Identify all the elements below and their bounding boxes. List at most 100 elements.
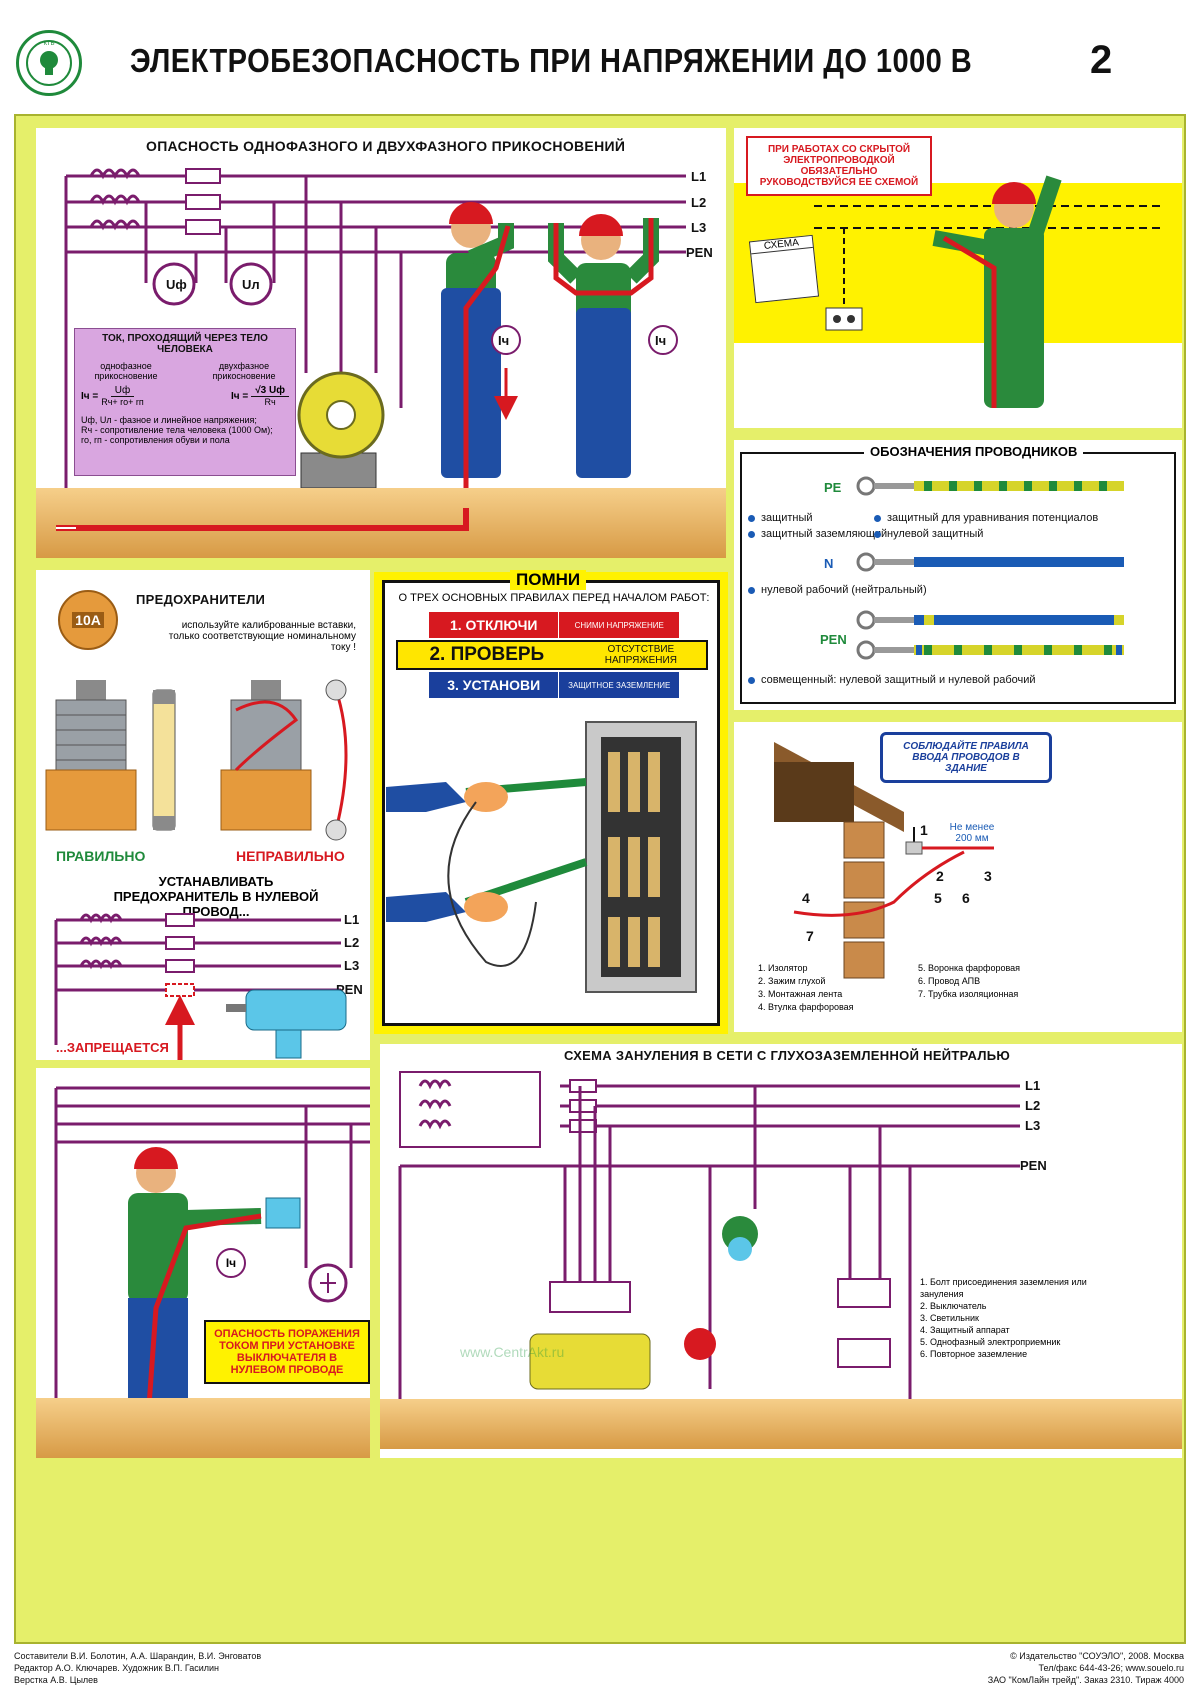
fuse-comparison-illustration [45,679,348,841]
entry-marker-7: 7 [806,928,814,944]
hidden-wiring-note: ПРИ РАБОТАХ СО СКРЫТОЙ ЭЛЕКТРОПРОВОДКОЙ … [746,136,932,196]
fuse-line-l1: L1 [344,912,359,927]
current-label-one: Iч [498,333,509,348]
fuse-rating-badge: 10А [58,590,118,650]
footer-right: © Издательство "СОУЭЛО", 2008. Москва Те… [860,1650,1184,1686]
footer-left: Составители В.И. Болотин, А.А. Шарандин,… [14,1650,261,1686]
entry-distance: Не менее 200 мм [949,822,995,844]
line-label-l2: L2 [691,195,706,210]
rule-3-detail: ЗАЩИТНОЕ ЗАЗЕМЛЕНИЕ [558,672,679,698]
formula-note-2: Rч - сопротивление тела человека (1000 О… [81,425,273,435]
pe-wire-sample [856,476,1124,496]
worker-one-figure [441,202,514,508]
hidden-wiring-worker [932,175,1062,408]
formula-note-1: Uф, Uл - фазное и линейное напряжения; [81,415,257,425]
entry-legend-4: 4. Втулка фарфоровая [758,1002,854,1012]
formula-single-label: однофазное прикосновение [94,361,158,381]
ground-current-path [56,508,469,531]
remember-title: ПОМНИ [510,570,587,590]
neutral-fuse-title: УСТАНАВЛИВАТЬ ПРЕДОХРАНИТЕЛЬ В НУЛЕВОЙ П… [113,874,319,919]
switch-current-label: Iч [216,1248,246,1278]
entry-marker-5: 5 [934,890,942,906]
pe-item-2: защитный для уравнивания потенциалов [874,512,1098,524]
entry-legend-2: 2. Зажим глухой [758,976,826,986]
switch-danger-panel: Iч ОПАСНОСТЬ ПОРАЖЕНИЯ ТОКОМ ПРИ УСТАНОВ… [36,1068,370,1458]
grounding-legend-5: 5. Однофазный электроприемник [920,1337,1061,1347]
formula-double-lhs: Iч = [230,390,249,402]
entry-marker-1: 1 [920,822,928,838]
meter-line-label: Uл [242,277,260,292]
entry-legend-left: 1. Изолятор 2. Зажим глухой 3. Монтажная… [758,962,854,1014]
entry-legend-5: 5. Воронка фарфоровая [918,963,1021,973]
grounding-legend-2: 2. Выключатель [920,1301,987,1311]
conductors-panel: ОБОЗНАЧЕНИЯ ПРОВОДНИКОВ PE защитный защи… [734,440,1182,710]
fuse-line-l3: L3 [344,958,359,973]
pe-code: PE [824,480,842,495]
ground-line-l1: L1 [1025,1078,1040,1093]
incorrect-label: НЕПРАВИЛЬНО [236,848,345,864]
entry-marker-3: 3 [984,868,992,884]
footer-right-3: ЗАО "КомЛайн трейд". Заказ 2310. Тираж 4… [987,1675,1184,1685]
grounding-legend-1: 1. Болт присоединения заземления или зан… [920,1277,1087,1299]
publisher-logo: КТБ [16,30,82,96]
grounding-legend-4: 4. Защитный аппарат [920,1325,1010,1335]
footer-left-2: Редактор А.О. Ключарев. Художник В.П. Га… [14,1663,220,1673]
pen-wire-sample [856,610,1124,660]
hidden-wiring-panel: ПРИ РАБОТАХ СО СКРЫТОЙ ЭЛЕКТРОПРОВОДКОЙ … [734,128,1182,428]
formula-double-den: Rч [264,397,276,407]
touch-circuit-diagram: Uф Uл L1 L2 L3 PEN [64,168,713,508]
fuses-panel: 10А ПРЕДОХРАНИТЕЛИ используйте калиброва… [36,570,370,1060]
entry-marker-2: 2 [936,868,944,884]
n-wire-sample [856,552,1124,572]
grounding-title: СХЕМА ЗАНУЛЕНИЯ В СЕТИ С ГЛУХОЗАЗЕМЛЕННО… [564,1048,1011,1063]
grounding-legend-6: 6. Повторное заземление [920,1349,1028,1359]
entry-legend-6: 6. Провод АПВ [918,976,981,986]
footer-left-1: Составители В.И. Болотин, А.А. Шарандин,… [14,1651,262,1661]
line-label-pen: PEN [686,245,713,260]
voltage-check-illustration [386,721,697,993]
entry-legend-1: 1. Изолятор [758,963,808,973]
entry-legend-3: 3. Монтажная лента [758,989,843,999]
pe-item-4: нулевой защитный [874,528,983,540]
pen-code: PEN [820,632,847,647]
formula-single-den: Rч+ rо+ rп [101,397,144,407]
ground-line-pen: PEN [1020,1158,1047,1173]
line-label-l1: L1 [691,169,706,184]
formula-double-num: √3 Uф [251,385,289,397]
fuse-line-l2: L2 [344,935,359,950]
pe-item-1: защитный [748,512,813,524]
drill-illustration [226,989,347,1059]
formula-box: ТОК, ПРОХОДЯЩИЙ ЧЕРЕЗ ТЕЛО ЧЕЛОВЕКА одно… [74,328,296,476]
remember-panel: ПОМНИ О ТРЕХ ОСНОВНЫХ ПРАВИЛАХ ПЕРЕД НАЧ… [374,570,728,1034]
switch-warning-box: ОПАСНОСТЬ ПОРАЖЕНИЯ ТОКОМ ПРИ УСТАНОВКЕ … [204,1320,370,1384]
entry-illustration [774,742,994,979]
touch-panel: ОПАСНОСТЬ ОДНОФАЗНОГО И ДВУХФАЗНОГО ПРИК… [36,128,726,558]
line-label-l3: L3 [691,220,706,235]
bulb-logo-icon: КТБ [26,40,72,86]
rule-3-step: 3. УСТАНОВИ [429,672,559,698]
rule-1-step: 1. ОТКЛЮЧИ [429,612,559,638]
entry-marker-6: 6 [962,890,970,906]
rule-2: 2. ПРОВЕРЬ ОТСУТСТВИЕ НАПРЯЖЕНИЯ [396,640,708,670]
formula-single-num: Uф [110,385,135,397]
page-number: 2 [1090,38,1113,82]
rule-1: 1. ОТКЛЮЧИ СНИМИ НАПРЯЖЕНИЕ [429,612,679,638]
entry-panel: СОБЛЮДАЙТЕ ПРАВИЛА ВВОДА ПРОВОДОВ В ЗДАН… [734,722,1182,1032]
footer-right-1: © Издательство "СОУЭЛО", 2008. Москва [1010,1651,1184,1661]
ground-line-l2: L2 [1025,1098,1040,1113]
scheme-card: СХЕМА [748,234,820,304]
formula-note-3: rо, rп - сопротивления обуви и пола [81,435,230,445]
correct-label: ПРАВИЛЬНО [56,848,146,864]
entry-legend-7: 7. Трубка изоляционная [918,989,1019,999]
conductors-title: ОБОЗНАЧЕНИЯ ПРОВОДНИКОВ [864,444,1084,459]
formula-single-lhs: Iч = [81,390,99,402]
entry-legend-right: 5. Воронка фарфоровая 6. Провод АПВ 7. Т… [918,962,1038,1001]
pe-item-3: защитный заземляющий [748,528,887,540]
rule-2-detail: ОТСУТСТВИЕ НАПРЯЖЕНИЯ [575,642,706,668]
n-item-1: нулевой рабочий (нейтральный) [748,584,927,596]
meter-phase-label: Uф [166,277,187,292]
fuse-rating-text: 10А [72,612,104,628]
formula-heading: ТОК, ПРОХОДЯЩИЙ ЧЕРЕЗ ТЕЛО ЧЕЛОВЕКА [102,333,268,355]
entry-marker-4: 4 [802,890,810,906]
footer-right-2: Тел/факс 644-43-26; www.souelo.ru [1038,1663,1184,1673]
